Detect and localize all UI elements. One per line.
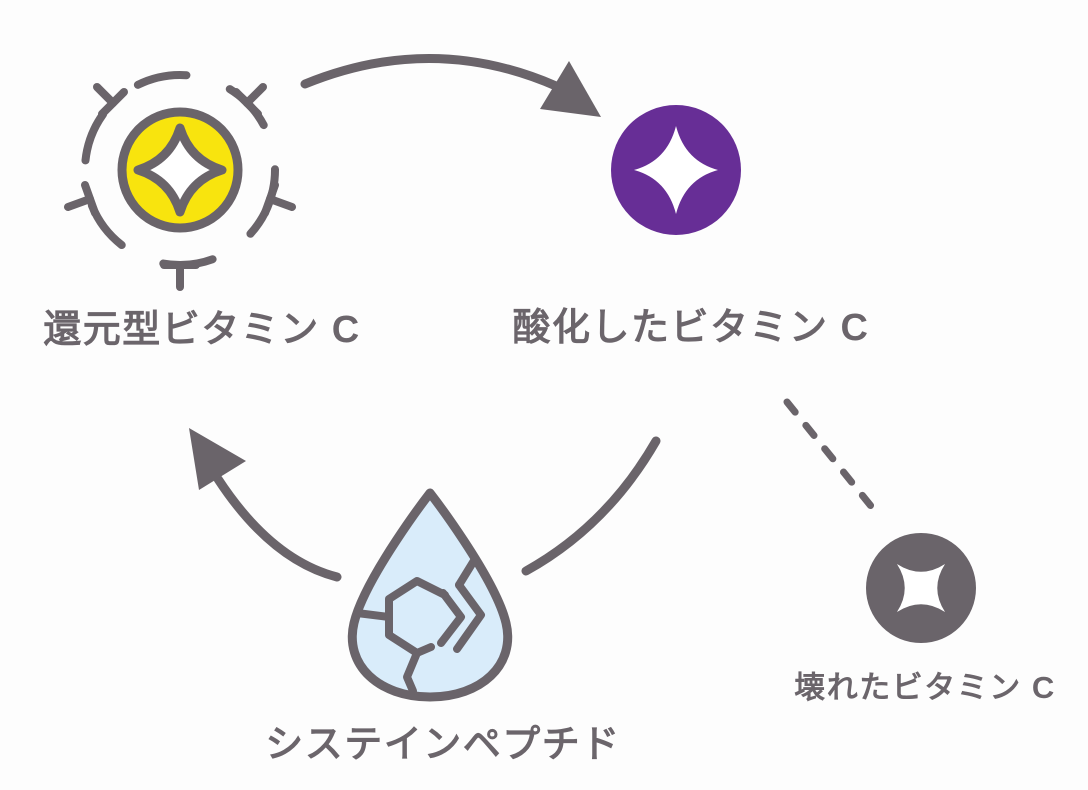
label-oxidized-vitamin-c: 酸化したビタミン C xyxy=(512,307,870,349)
molecule-structure-icon xyxy=(353,555,485,695)
oxidized-to-cysteine-arc-icon xyxy=(521,436,661,576)
label-cysteine-peptide: システインペプチド xyxy=(265,724,621,766)
degradation-dashed-line-icon xyxy=(783,398,883,520)
regeneration-arrow-icon xyxy=(189,428,342,582)
broken-star-icon xyxy=(896,563,946,613)
sparkle-icon xyxy=(133,123,227,217)
label-reduced-vitamin-c: 還元型ビタミン C xyxy=(43,309,361,351)
broken-vitamin-c-icon xyxy=(866,533,976,643)
label-broken-vitamin-c: 壊れたビタミン C xyxy=(794,670,1056,705)
oxidized-vitamin-c-icon xyxy=(611,105,741,235)
oxidation-arrow-icon xyxy=(300,54,601,117)
sun-rays-icon xyxy=(64,83,296,291)
sparkle-icon xyxy=(634,126,718,214)
reduced-vitamin-c-icon xyxy=(64,71,296,291)
cysteine-peptide-droplet-icon xyxy=(347,488,513,702)
